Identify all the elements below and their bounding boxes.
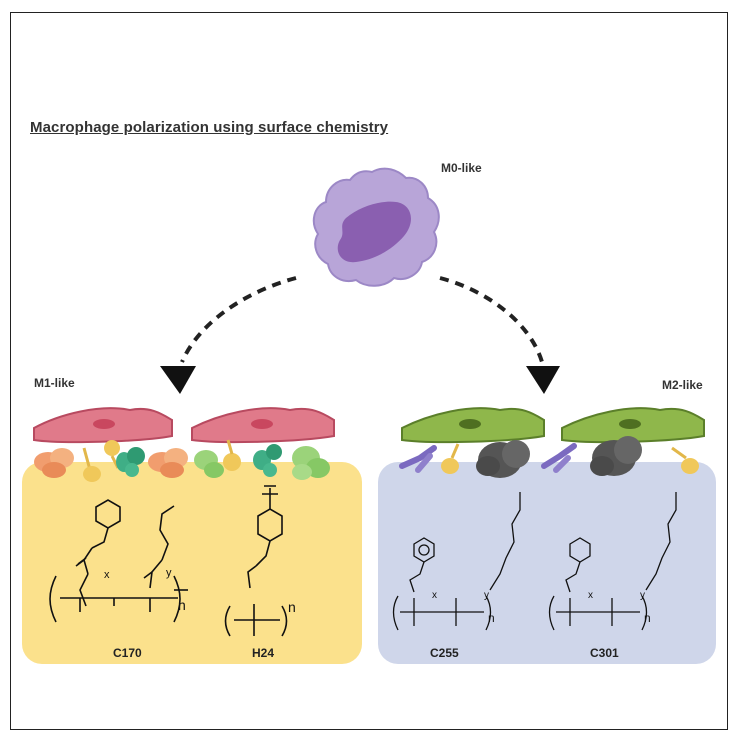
m2-surface-proteins bbox=[399, 436, 699, 478]
structure-c255-labels: x y n bbox=[432, 590, 495, 625]
structure-c255 bbox=[392, 492, 521, 631]
c255-n-label: n bbox=[488, 611, 495, 625]
m1-cell-left bbox=[33, 407, 173, 444]
m1-label: M1-like bbox=[34, 376, 75, 390]
h24-n-label: n bbox=[288, 599, 296, 615]
c170-x-label: x bbox=[104, 569, 110, 581]
c170-y-label: y bbox=[166, 567, 172, 579]
compound-label-c255: C255 bbox=[430, 646, 459, 660]
m2-substrate bbox=[378, 462, 716, 664]
compound-label-h24: H24 bbox=[252, 646, 275, 660]
arrow-to-m2 bbox=[439, 276, 560, 394]
c301-n-label: n bbox=[644, 611, 651, 625]
arrow-to-m1 bbox=[160, 276, 297, 394]
m1-substrate bbox=[22, 462, 362, 664]
structure-h24-labels: n bbox=[288, 599, 296, 615]
figure-frame bbox=[10, 12, 728, 730]
structure-c301-labels: x y n bbox=[588, 590, 651, 625]
c170-n-label: n bbox=[178, 597, 186, 613]
m0-macrophage bbox=[312, 167, 440, 287]
c255-x-label: x bbox=[432, 590, 437, 601]
m2-label: M2-like bbox=[662, 378, 703, 392]
m0-label: M0-like bbox=[441, 161, 482, 175]
m2-cell-left bbox=[401, 407, 545, 444]
structure-c301 bbox=[548, 492, 677, 631]
structure-c170-labels: x y n bbox=[104, 567, 186, 613]
m1-cell-right bbox=[191, 407, 335, 444]
m1-surface-proteins bbox=[34, 439, 330, 482]
c255-y-label: y bbox=[484, 590, 489, 601]
compound-label-c170: C170 bbox=[113, 646, 142, 660]
c301-y-label: y bbox=[640, 590, 645, 601]
figure-title: Macrophage polarization using surface ch… bbox=[30, 119, 389, 136]
structure-h24 bbox=[224, 485, 288, 637]
structure-c170 bbox=[49, 499, 188, 623]
compound-label-c301: C301 bbox=[590, 646, 619, 660]
c301-x-label: x bbox=[588, 590, 593, 601]
